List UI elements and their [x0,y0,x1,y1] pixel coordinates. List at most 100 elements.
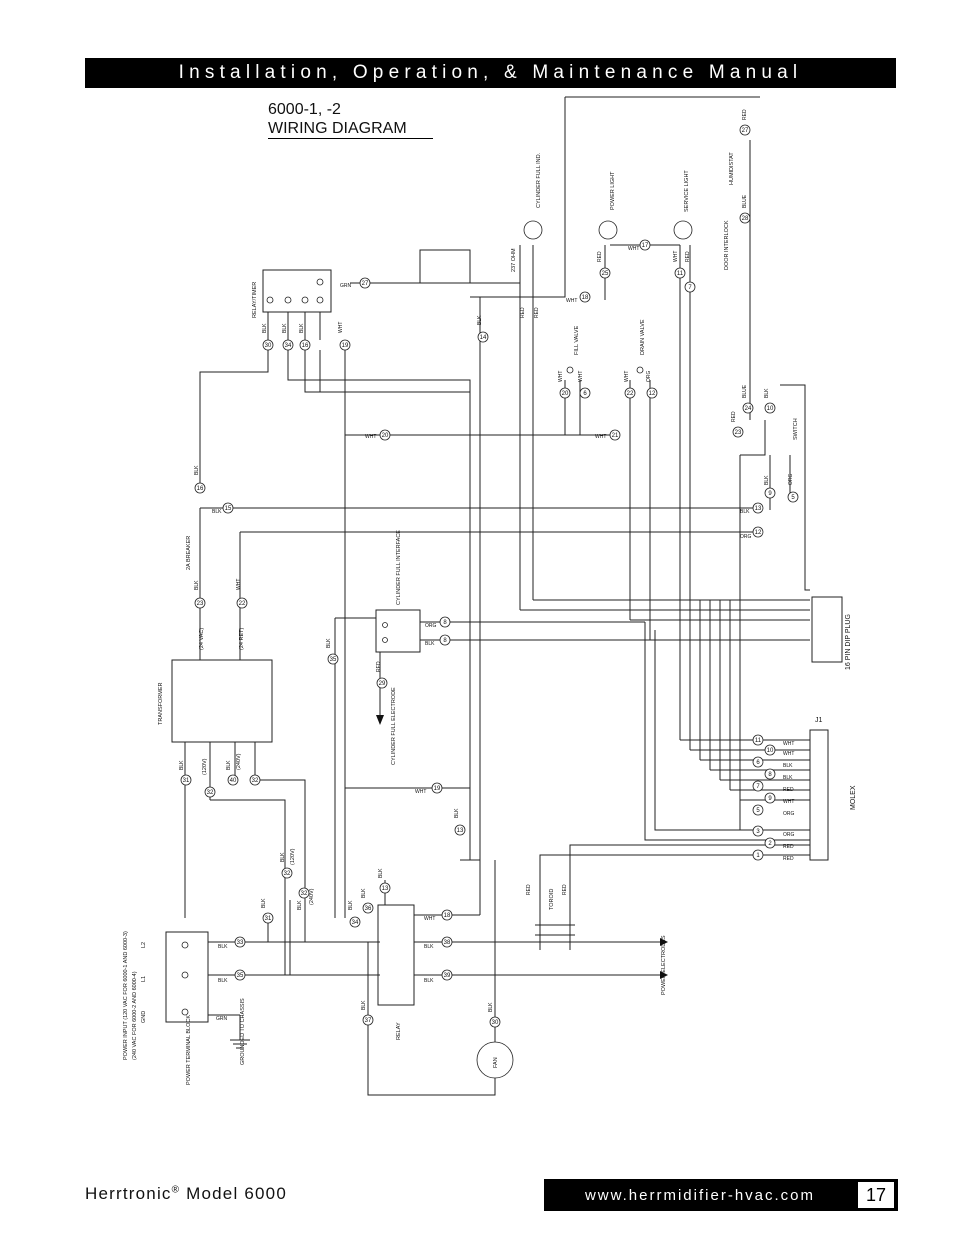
transformer-label: TRANSFORMER [158,683,164,726]
color-wht: WHT [338,322,344,333]
diagram-model: 6000-1, -2 [268,101,341,118]
v24ac-label: (24 VAC) [199,628,205,650]
humidistat-label: HUMIDISTAT [729,152,735,185]
wire-32: 32 [207,790,214,796]
color-wht: WHT [624,371,630,382]
wire-32d: 32 [301,891,308,897]
resistor-label: 237 OHM [511,248,517,272]
color-blk: BLK [194,580,200,590]
wire-34: 34 [285,343,292,349]
color-blk: BLK [424,978,434,984]
grounded-label: GROUNDED TO CHASSIS [240,998,246,1065]
color-org: ORG [783,832,795,838]
color-grn: GRN [340,283,352,289]
color-blk: BLK [218,978,228,984]
color-wht: WHT [673,251,679,262]
l2-terminal-label: L2 [141,942,147,948]
wire-30b: 30 [492,1020,499,1026]
molex-wire-2: 2 [768,841,772,847]
component-labels: RELAY/TIMER CYLINDER FULL IND. POWER LIG… [123,152,857,1085]
molex-wire-11: 11 [755,738,762,744]
v120b-label: (120V) [290,848,296,865]
registered-mark: ® [171,1184,181,1196]
diagram-heading: 6000-1, -2 WIRING DIAGRAM [268,100,433,139]
molex-wire-1: 1 [756,853,760,859]
fan-label: FAN [493,1057,499,1068]
wire-5: 5 [791,495,795,501]
wire-10: 10 [767,406,774,412]
color-wht: WHT [365,434,376,440]
color-blk: BLK [179,760,185,770]
molex-ref-label: J1 [815,717,823,724]
color-blk: BLK [783,763,793,769]
wire-18b: 18 [444,913,451,919]
website-link[interactable]: www.herrmidifier-hvac.com [584,1186,816,1204]
molex-wire-10: 10 [767,748,774,754]
wire-38: 38 [444,940,451,946]
wire-33: 33 [237,940,244,946]
color-blk: BLK [299,323,305,333]
wire-13b: 13 [457,828,464,834]
wire-25: 25 [602,271,609,277]
color-blk: BLK [212,509,222,515]
color-blk: BLK [261,898,267,908]
brand-name: Herrtronic [85,1184,172,1203]
wire-6: 6 [583,391,587,397]
wire-8: 8 [443,620,447,626]
manual-title: Installation, Operation, & Maintenance M… [178,62,803,83]
wire-20: 20 [562,391,569,397]
wire-15: 15 [225,506,232,512]
cylinder-full-electrode-label: CYLINDER FULL ELECTRODE [391,687,397,765]
wire-9: 9 [768,491,772,497]
wire-17: 17 [642,243,649,249]
color-blk: BLK [326,638,332,648]
cylinder-full-interface-label: CYLINDER FULL INTERFACE [396,530,402,605]
color-blue: BLUE [742,194,748,208]
wire-16b: 16 [197,486,204,492]
color-wht: WHT [578,371,584,382]
molex-wire-8: 8 [768,772,772,778]
page-number: 17 [857,1181,895,1209]
color-wht: WHT [628,246,639,252]
wire-12b: 12 [755,530,762,536]
color-blk: BLK [425,641,435,647]
color-blk: BLK [783,775,793,781]
wire-color-labels: BLK BLK BLK WHT BLK RED RED RED WHT RED … [179,109,795,1022]
v120-label: (120V) [202,758,208,775]
color-red: RED [731,411,737,422]
wire-36: 36 [365,906,372,912]
color-org: ORG [425,623,437,629]
wire-21: 21 [612,433,619,439]
molex-wire-9: 9 [768,796,772,802]
wire-23: 23 [735,430,742,436]
color-wht: WHT [558,371,564,382]
relay-timer-label: RELAY/TIMER [252,282,258,318]
fill-valve-label: FILL VALVE [574,325,580,355]
footer-brand: Herrtronic® Model 6000 [85,1184,287,1204]
v24ret-label: (24 RET) [239,628,245,650]
relay-label: RELAY [396,1022,402,1040]
color-blk: BLK [218,944,228,950]
wire-34b: 34 [352,920,359,926]
wire-13: 13 [755,506,762,512]
color-wht: WHT [783,741,794,747]
power-electrodes-label: POWER ELECTRODES [661,935,667,995]
wire-18: 18 [582,295,589,301]
dip-plug-label: 16 PIN DIP PLUG [845,614,852,670]
manual-header: Installation, Operation, & Maintenance M… [85,58,896,88]
color-blk: BLK [378,868,384,878]
wire-23b: 23 [197,601,204,607]
color-blk: BLK [282,323,288,333]
color-red: RED [783,856,794,862]
wire-40: 40 [230,778,237,784]
wire-13c: 13 [382,886,389,892]
color-red: RED [376,661,382,672]
v240b-label: (240V) [309,888,315,905]
color-blk: BLK [361,888,367,898]
color-wht: WHT [595,434,606,440]
wire-29: 29 [379,681,386,687]
wire-14: 14 [480,335,487,341]
color-blk: BLK [297,900,303,910]
molex-wire-3: 3 [756,829,760,835]
molex-label: MOLEX [850,785,857,810]
